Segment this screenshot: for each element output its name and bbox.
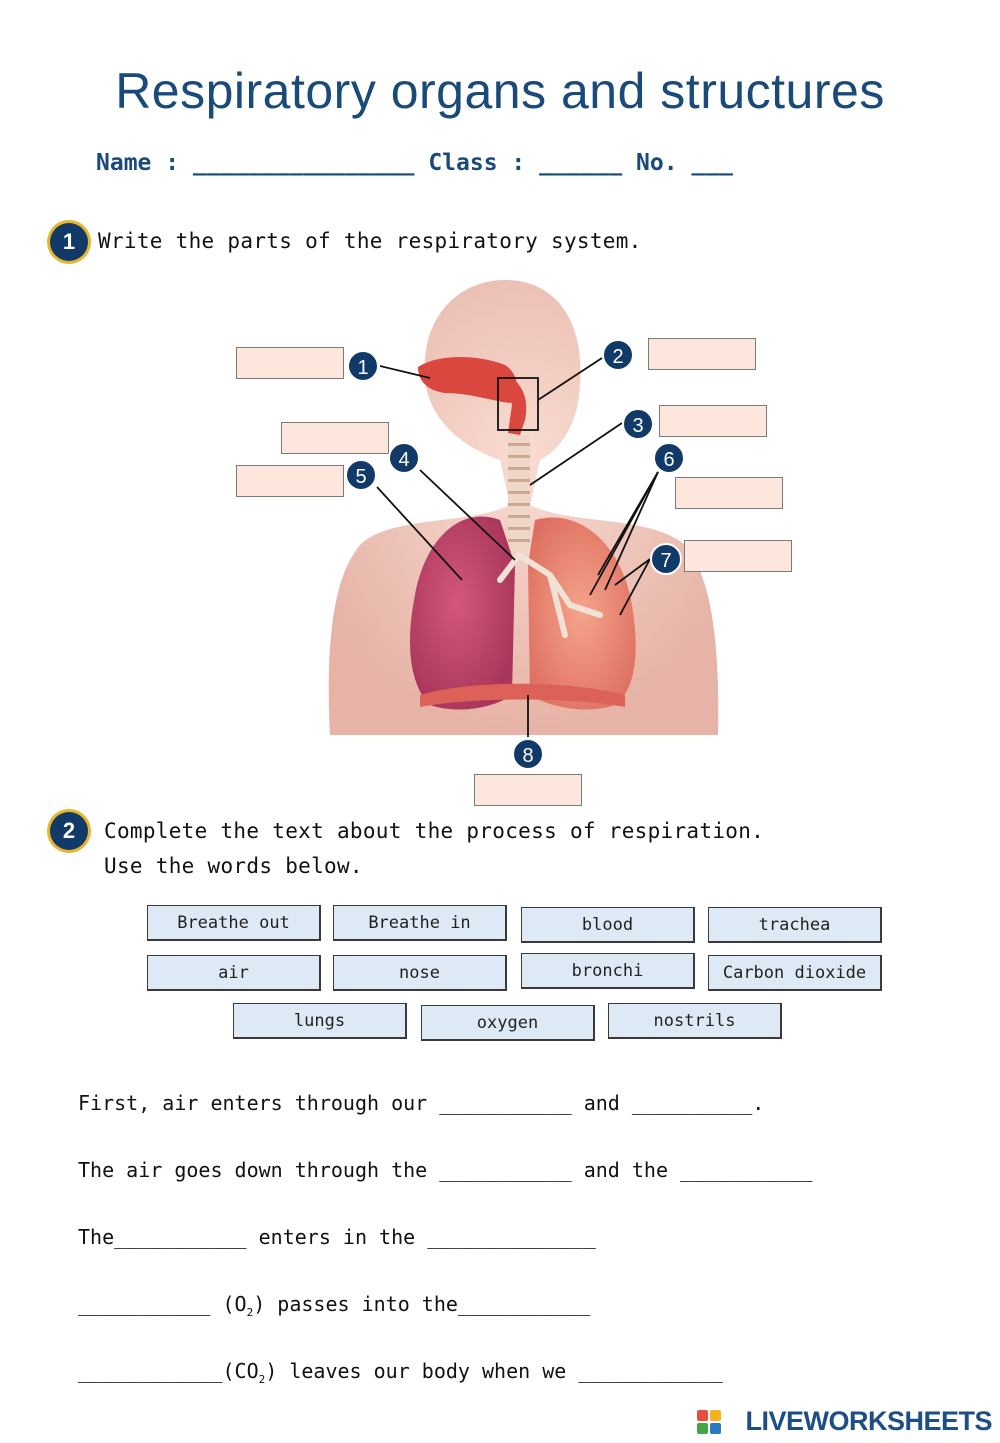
sentence-3: The___________ enters in the ___________…	[78, 1225, 596, 1249]
label-pin-5: 5	[345, 459, 377, 491]
respiratory-diagram: 1 2 3 4 5 6 7 8	[230, 275, 800, 815]
word-breathe-in[interactable]: Breathe in	[333, 905, 507, 941]
word-oxygen[interactable]: oxygen	[421, 1005, 595, 1041]
sentence-4: ___________ (O2) passes into the________…	[78, 1292, 590, 1319]
answer-field-2[interactable]	[648, 338, 756, 370]
word-lungs[interactable]: lungs	[233, 1003, 407, 1039]
question-2-line-2: Use the words below.	[104, 854, 363, 878]
worksheet-title: Respiratory organs and structures	[115, 63, 885, 119]
answer-field-8[interactable]	[474, 774, 582, 806]
word-nostrils[interactable]: nostrils	[608, 1003, 782, 1039]
label-pin-8: 8	[512, 738, 544, 770]
answer-field-1[interactable]	[236, 347, 344, 379]
label-pin-1: 1	[347, 350, 379, 382]
question-1-text: Write the parts of the respiratory syste…	[98, 229, 642, 253]
label-pin-4: 4	[388, 442, 420, 474]
sentence-5-part-a: ____________(CO	[78, 1359, 259, 1383]
liveworksheets-logo-icon	[697, 1410, 721, 1434]
word-nose[interactable]: nose	[333, 955, 507, 991]
question-1-badge: 1	[50, 223, 88, 261]
sentence-2: The air goes down through the __________…	[78, 1158, 813, 1182]
sentence-5: ____________(CO2) leaves our body when w…	[78, 1359, 723, 1386]
word-bronchi[interactable]: bronchi	[521, 953, 695, 989]
label-pin-3: 3	[622, 408, 654, 440]
label-pin-7: 7	[650, 543, 682, 575]
word-carbon-dioxide[interactable]: Carbon dioxide	[708, 955, 882, 991]
name-class-line: Name : ________________ Class : ______ N…	[96, 150, 733, 176]
sentence-5-subscript: 2	[258, 1373, 266, 1386]
word-breathe-out[interactable]: Breathe out	[147, 905, 321, 941]
question-2-badge: 2	[50, 812, 88, 850]
word-air[interactable]: air	[147, 955, 321, 991]
torso-illustration	[328, 280, 719, 737]
answer-field-5[interactable]	[236, 465, 344, 497]
answer-field-4[interactable]	[281, 422, 389, 454]
label-pin-6: 6	[653, 442, 685, 474]
sentence-4-part-a: ___________ (O	[78, 1292, 247, 1316]
sentence-4-part-b: ) passes into the___________	[253, 1292, 591, 1316]
sentence-5-part-b: ) leaves our body when we ____________	[265, 1359, 723, 1383]
answer-field-6[interactable]	[675, 477, 783, 509]
label-pin-2: 2	[602, 339, 634, 371]
answer-field-7[interactable]	[684, 540, 792, 572]
answer-field-3[interactable]	[659, 405, 767, 437]
brand-logo-text[interactable]: LIVEWORKSHEETS	[745, 1406, 992, 1436]
word-blood[interactable]: blood	[521, 907, 695, 943]
sentence-4-subscript: 2	[246, 1306, 254, 1319]
sentence-1: First, air enters through our __________…	[78, 1091, 765, 1115]
word-trachea[interactable]: trachea	[708, 907, 882, 943]
question-2-line-1: Complete the text about the process of r…	[104, 819, 765, 843]
